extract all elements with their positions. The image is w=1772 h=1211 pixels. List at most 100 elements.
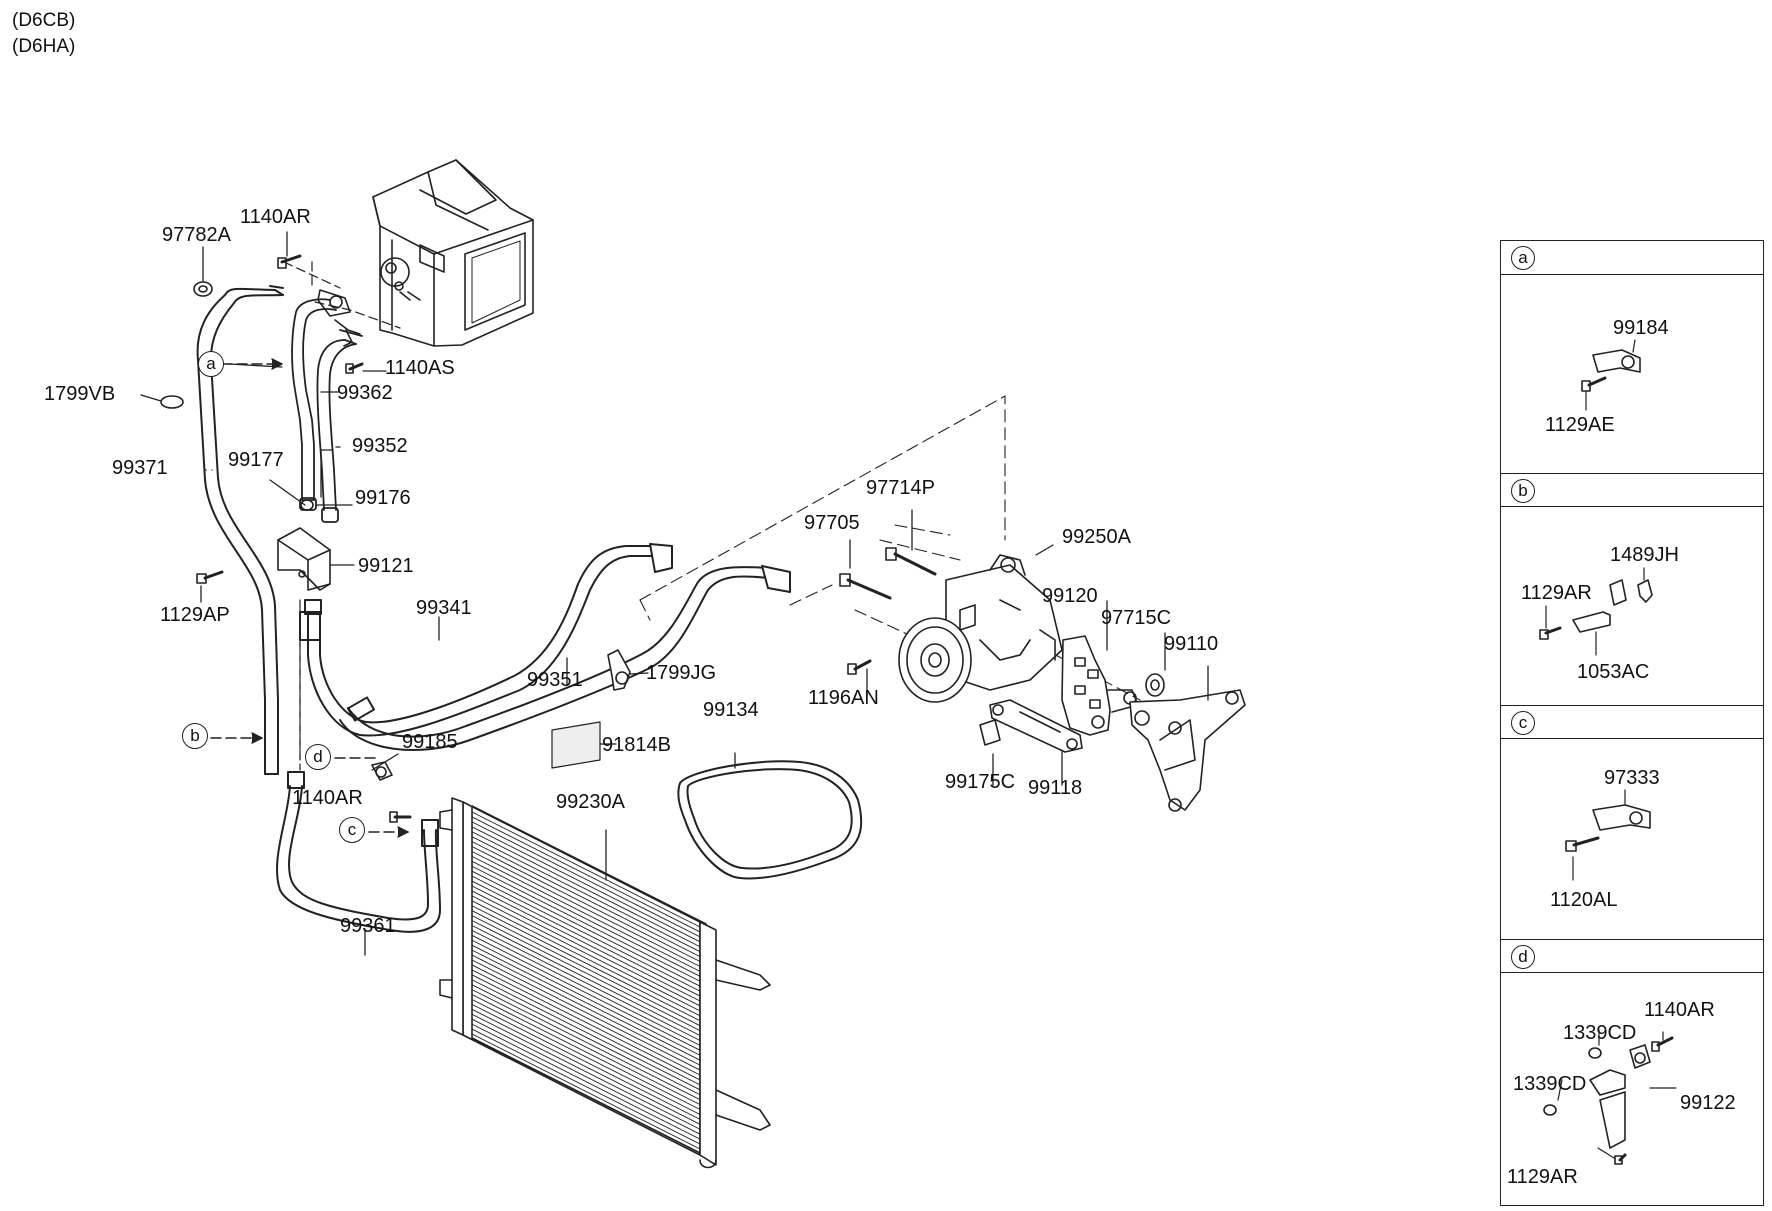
part-label[interactable]: 99121 [358,555,414,577]
hose-99361 [276,771,441,933]
part-label[interactable]: 99177 [228,449,284,471]
inset-letter-d: d [1511,945,1535,969]
part-label[interactable]: 1799VB [44,383,116,405]
condenser-fin [471,959,707,1079]
inset-letter-a: a [1511,246,1535,270]
inset-part-label[interactable]: 1129AR [1507,1166,1578,1188]
condenser-fin [471,865,707,985]
condenser-fin [471,811,707,931]
evaporator-unit [372,159,534,347]
inset-part-label[interactable]: 99184 [1613,317,1669,339]
condenser-fin [471,949,707,1069]
condenser-fin [471,1018,707,1138]
engine-code-1: (D6CB) [12,10,76,31]
compressor-99250A [898,554,1063,703]
inset-part-label[interactable]: 1129AE [1545,414,1615,436]
part-label[interactable]: 1140AR [240,206,311,228]
inset-letter-b: b [1511,479,1535,503]
part-label[interactable]: 1196AN [808,687,879,709]
part-label[interactable]: 97705 [804,512,860,534]
condenser-fin [471,925,707,1044]
condenser-fin [471,920,707,1039]
condenser-fin [471,989,707,1109]
bracket-99120 [1061,635,1139,736]
part-label[interactable]: 91814B [602,734,671,756]
condenser-fin [471,910,707,1030]
part-label[interactable]: 1140AS [385,357,455,379]
bracket-99110 [1129,689,1246,812]
part-label[interactable]: 99371 [112,457,168,479]
label-91814B [551,721,601,769]
condenser-fin [471,1003,707,1123]
condenser-fin [471,846,707,965]
condenser-fin [471,1013,707,1133]
part-label[interactable]: 99185 [402,731,458,753]
part-label[interactable]: 99341 [416,597,472,619]
washer-97715C [1145,673,1165,697]
condenser-fin [471,851,707,970]
callout-a[interactable]: a [198,351,224,377]
condenser-fin [471,954,707,1074]
part-label[interactable]: 97714P [866,477,935,499]
inset-part-label[interactable]: 1140AR [1644,999,1715,1021]
callout-b[interactable]: b [182,723,208,749]
part-label[interactable]: 97715C [1101,607,1172,629]
callout-c[interactable]: c [339,817,365,843]
part-label[interactable]: 99175C [945,771,1016,793]
part-label[interactable]: 1129AP [160,604,230,626]
part-label[interactable]: 99176 [355,487,411,509]
condenser-fin [471,939,707,1059]
condenser-fin [471,929,707,1049]
condenser-fin [471,900,707,1020]
part-label[interactable]: 99362 [337,382,393,404]
part-label[interactable]: 99361 [340,915,396,937]
condenser-fin [471,979,707,1099]
part-label[interactable]: 97782A [162,224,231,246]
part-label[interactable]: 99352 [352,435,408,457]
part-label[interactable]: 1140AR [292,787,363,809]
clip-1799JG [607,649,631,691]
top-connector [317,289,361,347]
condenser-fin [471,890,707,1010]
condenser-fin [471,895,707,1015]
callout-d[interactable]: d [305,744,331,770]
part-label[interactable]: 1799JG [646,662,717,684]
inset-part-label[interactable]: 1053AC [1577,661,1650,683]
inset-part-label[interactable]: 1489JH [1610,544,1679,566]
part-label[interactable]: 99118 [1028,777,1083,799]
inset-part-label[interactable]: 1129AR [1521,582,1592,604]
condenser-fin [471,944,707,1064]
condenser-fin [471,1028,707,1148]
part-label[interactable]: 99351 [527,669,583,691]
belt-99134 [677,760,863,880]
condenser-fin [471,831,707,951]
part-label[interactable]: 99110 [1164,633,1219,655]
part-label[interactable]: 99120 [1042,585,1098,607]
part-label[interactable]: 99134 [703,699,759,721]
inset-part-label[interactable]: 1339CD [1513,1073,1587,1095]
condenser-fin [471,841,707,961]
part-label[interactable]: 99250A [1062,526,1131,548]
condenser-fin [471,1033,707,1153]
condenser-fin [471,1008,707,1128]
condenser-fin [471,816,707,936]
inset-part-label[interactable]: 1120AL [1550,889,1618,911]
condenser-fin [471,905,707,1025]
condenser-fin [471,885,707,1005]
bracket-99121 [277,527,331,591]
inset-part-label[interactable]: 99122 [1680,1092,1736,1114]
condenser-fin [471,915,707,1035]
bolt-1140AS [345,362,364,374]
bolt-1140AR-middle [389,811,412,823]
inset-part-label[interactable]: 97333 [1604,767,1660,789]
inset-part-label[interactable]: 1339CD [1563,1022,1637,1044]
engine-code-2: (D6HA) [12,36,76,57]
hose-99341 [299,543,673,737]
condenser-fin [471,875,707,995]
callout-arrows [210,358,409,838]
inset-header-a: a [1501,241,1763,275]
inset-d-parts [1543,1029,1677,1165]
inset-a-parts [1581,339,1641,411]
part-label[interactable]: 99230A [556,791,625,813]
